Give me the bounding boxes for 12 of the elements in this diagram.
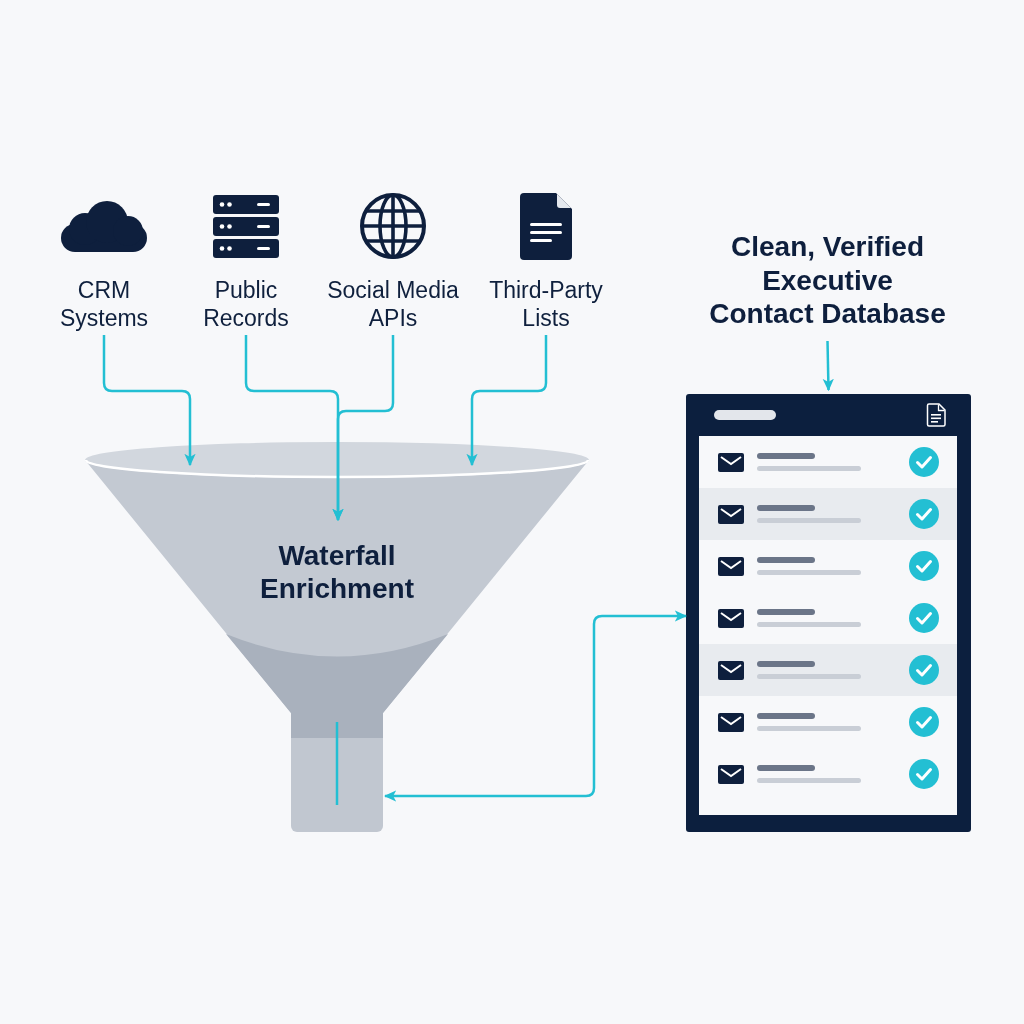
funnel-label: Waterfall Enrichment bbox=[259, 539, 415, 605]
source-label: Third-Party Lists bbox=[488, 276, 604, 332]
arrow bbox=[102, 335, 196, 467]
arrow bbox=[466, 335, 548, 467]
source-label: Public Records bbox=[202, 276, 290, 332]
database-window bbox=[686, 394, 971, 832]
double-arrow bbox=[383, 610, 688, 802]
source-label: CRM Systems bbox=[58, 276, 150, 332]
arrow bbox=[822, 340, 834, 392]
source-label: Social Media APIs bbox=[326, 276, 460, 332]
database-title: Clean, Verified Executive Contact Database bbox=[708, 230, 947, 331]
arrow bbox=[332, 335, 395, 522]
